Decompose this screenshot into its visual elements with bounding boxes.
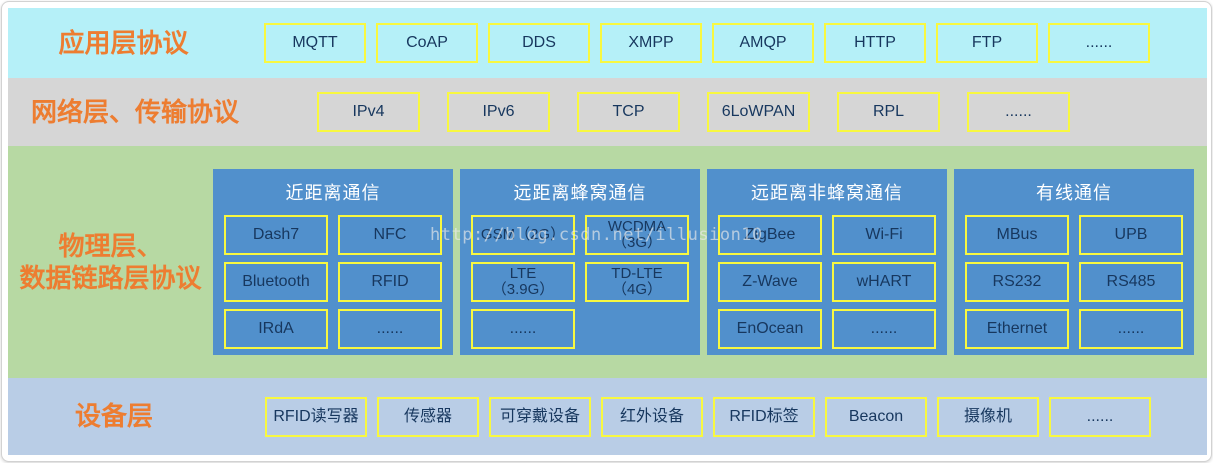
layer-label-device: 设备层 bbox=[74, 401, 153, 432]
box-dash7: Dash7 bbox=[224, 215, 328, 255]
group-title-cellular: 远距离蜂窝通信 bbox=[513, 183, 647, 203]
box-rfid: RFID bbox=[338, 262, 442, 302]
box-ellipsis: ...... bbox=[471, 309, 575, 349]
devices: RFID读写器 传感器 可穿戴设备 红外设备 RFID标签 Beacon 摄像机… bbox=[265, 396, 1151, 437]
box-ellipsis: ...... bbox=[832, 309, 936, 349]
box-ellipsis: ...... bbox=[1048, 23, 1150, 63]
box-wifi: Wi-Fi bbox=[832, 215, 936, 255]
box-ellipsis: ...... bbox=[1079, 309, 1183, 349]
group-grid: GSM（2G） WCDMA （3G） LTE （3.9G） TD-LTE （4G… bbox=[469, 215, 691, 349]
group-title-non-cellular: 远距离非蜂窝通信 bbox=[751, 183, 903, 203]
box-xmpp: XMPP bbox=[600, 23, 702, 63]
box-ftp: FTP bbox=[936, 23, 1038, 63]
box-mqtt: MQTT bbox=[264, 23, 366, 63]
box-camera: 摄像机 bbox=[937, 396, 1039, 437]
box-ellipsis: ...... bbox=[967, 92, 1070, 132]
box-whart: wHART bbox=[832, 262, 936, 302]
box-gsm-2g: GSM（2G） bbox=[471, 215, 575, 255]
group-title-wired: 有线通信 bbox=[1036, 183, 1112, 203]
group-grid: MBus UPB RS232 RS485 Ethernet ...... bbox=[963, 215, 1185, 349]
layer-device: 设备层 RFID读写器 传感器 可穿戴设备 红外设备 RFID标签 Beacon… bbox=[8, 378, 1207, 455]
group-title-short-range: 近距离通信 bbox=[285, 183, 381, 203]
protocol-stack-diagram: 应用层协议 MQTT CoAP DDS XMPP AMQP HTTP FTP .… bbox=[8, 8, 1207, 455]
box-upb: UPB bbox=[1079, 215, 1183, 255]
group-cellular: 远距离蜂窝通信 GSM（2G） WCDMA （3G） LTE （3.9G） TD… bbox=[460, 169, 700, 355]
layer-application: 应用层协议 MQTT CoAP DDS XMPP AMQP HTTP FTP .… bbox=[8, 8, 1207, 78]
box-amqp: AMQP bbox=[712, 23, 814, 63]
network-protocols: IPv4 IPv6 TCP 6LoWPAN RPL ...... bbox=[317, 92, 1070, 132]
group-grid: Dash7 NFC Bluetooth RFID IRdA ...... bbox=[222, 215, 444, 349]
box-irda: IRdA bbox=[224, 309, 328, 349]
box-tdlte-4g: TD-LTE （4G） bbox=[585, 262, 689, 302]
box-6lowpan: 6LoWPAN bbox=[707, 92, 810, 132]
box-wcdma-3g: WCDMA （3G） bbox=[585, 215, 689, 255]
box-zwave: Z-Wave bbox=[718, 262, 822, 302]
layer-label-network: 网络层、传输协议 bbox=[30, 96, 239, 127]
box-infrared: 红外设备 bbox=[601, 396, 703, 437]
box-http: HTTP bbox=[824, 23, 926, 63]
box-rs232: RS232 bbox=[965, 262, 1069, 302]
communication-groups: 近距离通信 Dash7 NFC Bluetooth RFID IRdA ....… bbox=[213, 169, 1194, 355]
box-zigbee: ZigBee bbox=[718, 215, 822, 255]
box-nfc: NFC bbox=[338, 215, 442, 255]
box-beacon: Beacon bbox=[825, 396, 927, 437]
group-short-range: 近距离通信 Dash7 NFC Bluetooth RFID IRdA ....… bbox=[213, 169, 453, 355]
box-mbus: MBus bbox=[965, 215, 1069, 255]
box-lte-39g: LTE （3.9G） bbox=[471, 262, 575, 302]
group-non-cellular: 远距离非蜂窝通信 ZigBee Wi-Fi Z-Wave wHART EnOce… bbox=[707, 169, 947, 355]
box-rfid-reader: RFID读写器 bbox=[265, 396, 367, 437]
layer-label-physical: 物理层、 数据链路层协议 bbox=[19, 230, 202, 294]
box-rfid-tag: RFID标签 bbox=[713, 396, 815, 437]
application-protocols: MQTT CoAP DDS XMPP AMQP HTTP FTP ...... bbox=[264, 23, 1150, 63]
box-rs485: RS485 bbox=[1079, 262, 1183, 302]
box-rpl: RPL bbox=[837, 92, 940, 132]
box-dds: DDS bbox=[488, 23, 590, 63]
box-ipv4: IPv4 bbox=[317, 92, 420, 132]
layer-network-transport: 网络层、传输协议 IPv4 IPv6 TCP 6LoWPAN RPL .....… bbox=[8, 78, 1207, 146]
box-wearable: 可穿戴设备 bbox=[489, 396, 591, 437]
layer-label-application: 应用层协议 bbox=[58, 27, 189, 58]
layer-physical-datalink: 物理层、 数据链路层协议 近距离通信 Dash7 NFC Bluetooth R… bbox=[8, 146, 1207, 378]
box-ellipsis: ...... bbox=[338, 309, 442, 349]
box-ipv6: IPv6 bbox=[447, 92, 550, 132]
group-grid: ZigBee Wi-Fi Z-Wave wHART EnOcean ...... bbox=[716, 215, 938, 349]
box-bluetooth: Bluetooth bbox=[224, 262, 328, 302]
box-sensor: 传感器 bbox=[377, 396, 479, 437]
group-wired: 有线通信 MBus UPB RS232 RS485 Ethernet .....… bbox=[954, 169, 1194, 355]
box-enocean: EnOcean bbox=[718, 309, 822, 349]
box-ellipsis: ...... bbox=[1049, 396, 1151, 437]
box-ethernet: Ethernet bbox=[965, 309, 1069, 349]
box-coap: CoAP bbox=[376, 23, 478, 63]
box-tcp: TCP bbox=[577, 92, 680, 132]
